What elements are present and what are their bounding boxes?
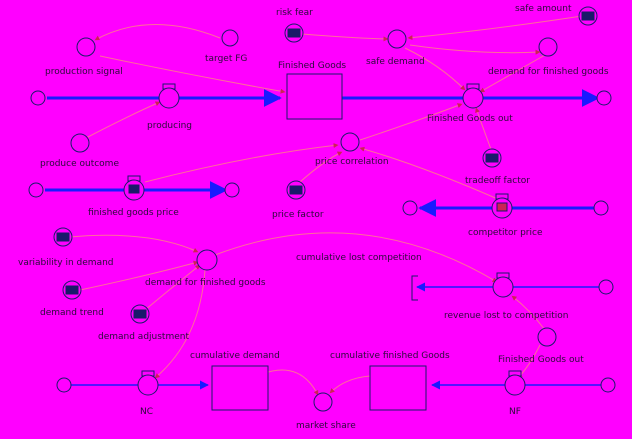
valves xyxy=(123,83,526,396)
aux-production-signal[interactable] xyxy=(76,37,96,57)
link-price-corr-to-out xyxy=(359,103,463,141)
input-price-factor[interactable] xyxy=(286,180,306,200)
label-target-fg: target FG xyxy=(205,54,247,64)
label-finished-goods-price: finished goods price xyxy=(88,208,179,218)
cloud-icon xyxy=(28,182,44,198)
link-safe-to-demand xyxy=(409,44,541,55)
valve-finished-goods-price[interactable] xyxy=(123,175,145,201)
label-demand-for-finished-goods: demand for finished goods xyxy=(145,278,266,288)
label-competitor-price: competitor price xyxy=(468,228,543,238)
cloud-icon xyxy=(596,90,612,106)
stock-finished-goods[interactable] xyxy=(286,73,343,120)
label-production-signal: production signal xyxy=(45,67,123,77)
link-fgout2-to-revenue xyxy=(511,295,546,331)
valve-producing[interactable] xyxy=(158,83,180,109)
link-fgprice-to-corr xyxy=(144,143,339,183)
link-adj-to-demand xyxy=(144,264,201,311)
link-demand-to-revenue xyxy=(214,232,498,283)
cloud-icon xyxy=(56,377,72,393)
cloud-icon xyxy=(224,182,240,198)
link-safe-to-out xyxy=(404,47,466,91)
cloud-icon xyxy=(30,90,46,106)
cloud-icon xyxy=(402,200,418,216)
aux-finished-goods-out-2[interactable] xyxy=(537,327,557,347)
label-finished-goods-out-2: Finished Goods out xyxy=(498,355,584,365)
stocks xyxy=(211,73,427,411)
label-variability-in-demand: variability in demand xyxy=(18,258,114,268)
label-produce-outcome: produce outcome xyxy=(40,159,119,169)
aux-target-fg[interactable] xyxy=(221,29,239,47)
label-price-factor: price factor xyxy=(272,210,324,220)
cloud-icon xyxy=(593,200,609,216)
aux-market-share[interactable] xyxy=(313,392,333,412)
aux-produce-outcome[interactable] xyxy=(70,133,90,153)
auxiliaries xyxy=(70,29,558,412)
aux-price-correlation[interactable] xyxy=(340,132,360,152)
link-demand-to-out xyxy=(479,54,546,93)
label-demand-for-finished-goods-top: demand for finished goods xyxy=(488,67,609,77)
label-market-share: market share xyxy=(296,421,356,431)
label-cumulative-lost-competition: cumulative lost competition xyxy=(296,253,422,263)
input-demand-adjustment[interactable] xyxy=(130,304,150,324)
label-demand-adjustment: demand adjustment xyxy=(98,332,189,342)
cloud-icon xyxy=(598,279,614,295)
label-cumulative-demand: cumulative demand xyxy=(190,351,280,361)
input-tradeoff-factor[interactable] xyxy=(482,148,502,168)
link-trend-to-demand xyxy=(79,260,199,291)
aux-demand-for-finished-goods-top[interactable] xyxy=(538,37,558,57)
link-risk-to-safe xyxy=(301,33,389,42)
stock-cumulative-lost-competition[interactable] xyxy=(411,275,418,301)
influence-links xyxy=(69,15,583,396)
input-safe-amount[interactable] xyxy=(578,6,598,26)
label-tradeoff-factor: tradeoff factor xyxy=(465,176,530,186)
link-cumfg-to-share xyxy=(329,375,371,394)
stock-cumulative-finished-goods[interactable] xyxy=(369,365,427,411)
input-variability-in-demand[interactable] xyxy=(53,227,73,247)
link-target-to-signal xyxy=(94,24,221,41)
link-comp-to-corr xyxy=(359,146,501,201)
label-safe-amount: safe amount xyxy=(515,4,572,14)
valve-nc[interactable] xyxy=(137,370,159,396)
label-nf: NF xyxy=(509,407,521,417)
aux-safe-demand[interactable] xyxy=(387,29,407,49)
aux-demand-for-finished-goods[interactable] xyxy=(196,249,218,271)
label-safe-demand: safe demand xyxy=(366,57,425,67)
link-tradeoff-to-out xyxy=(475,107,493,153)
label-demand-trend: demand trend xyxy=(40,308,104,318)
link-cumdem-to-share xyxy=(261,369,319,396)
link-signal-to-stock xyxy=(99,55,286,94)
label-cumulative-finished-goods: cumulative finished Goods xyxy=(330,351,450,361)
label-nc: NC xyxy=(140,407,153,417)
valve-competitor-price[interactable] xyxy=(491,193,513,219)
link-outcome-to-producing xyxy=(85,101,161,139)
link-pricefactor-to-corr xyxy=(299,151,343,183)
cloud-icon xyxy=(600,377,616,393)
label-price-correlation: price correlation xyxy=(315,157,389,167)
label-finished-goods-out: Finished Goods out xyxy=(427,114,513,124)
label-revenue-lost-competition: revenue lost to competition xyxy=(444,311,568,321)
link-demand-to-nc xyxy=(154,269,206,379)
valve-nf[interactable] xyxy=(504,370,526,396)
labels: risk fear safe amount target FG safe dem… xyxy=(18,4,609,431)
input-risk-fear[interactable] xyxy=(284,23,304,43)
valve-finished-goods-out[interactable] xyxy=(462,83,484,109)
link-var-to-demand xyxy=(69,234,199,253)
link-safeamount-to-safe xyxy=(407,15,583,41)
inputs xyxy=(53,6,598,324)
label-producing: producing xyxy=(147,121,192,131)
clouds xyxy=(28,90,616,393)
valve-revenue-lost[interactable] xyxy=(492,272,514,298)
label-risk-fear: risk fear xyxy=(276,8,313,18)
input-demand-trend[interactable] xyxy=(62,280,82,300)
label-finished-goods: Finished Goods xyxy=(278,61,346,71)
stock-cumulative-demand[interactable] xyxy=(211,365,269,411)
